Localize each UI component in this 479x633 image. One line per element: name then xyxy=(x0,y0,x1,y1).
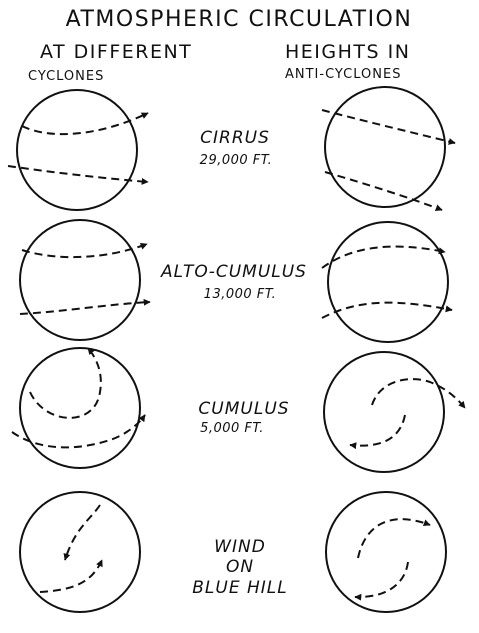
cyclone-cumulus xyxy=(11,347,146,469)
row-cumulus: CUMULUS 5,000 FT. xyxy=(11,347,466,473)
cyclone-cirrus-wind-upper xyxy=(21,112,149,136)
row-alto-cumulus: ALTO-CUMULUS 13,000 FT. xyxy=(19,219,453,343)
level-label-cirrus: CIRRUS xyxy=(200,128,270,148)
level-label-blue-hill-3: BLUE HILL xyxy=(192,578,287,598)
anticyclone-cumulus xyxy=(323,351,466,473)
level-label-blue-hill-1: WIND xyxy=(214,537,266,557)
anticyclone-cumulus-wind-upper xyxy=(371,378,466,409)
title-line-2-right: HEIGHTS IN xyxy=(285,41,410,63)
level-height-alto-cumulus: 13,000 FT. xyxy=(204,287,277,302)
column-label-anticyclones: ANTI-CYCLONES xyxy=(285,67,401,82)
anticyclone-cirrus xyxy=(321,86,456,212)
anticyclone-alto-cumulus xyxy=(321,221,453,343)
row-cirrus: CIRRUS 29,000 FT. xyxy=(7,86,456,212)
cyclone-blue-hill-circle xyxy=(19,491,141,613)
anticyclone-cirrus-wind-lower xyxy=(324,171,443,212)
cyclone-blue-hill-wind-lower xyxy=(39,559,103,593)
cyclone-cirrus xyxy=(7,89,149,211)
cyclone-alto-cumulus xyxy=(19,219,151,341)
anticyclone-blue-hill xyxy=(325,491,447,613)
cyclone-alto-cumulus-circle xyxy=(19,219,141,341)
anticyclone-cirrus-circle xyxy=(324,86,446,208)
title-line-1: ATMOSPHERIC CIRCULATION xyxy=(66,7,413,32)
cyclone-cumulus-wind-lower xyxy=(11,414,146,449)
title-line-2-left: AT DIFFERENT xyxy=(40,41,192,63)
anticyclone-cumulus-wind-lower xyxy=(349,414,406,450)
anticyclone-blue-hill-wind-lower xyxy=(354,561,409,601)
anticyclone-cirrus-wind-upper xyxy=(321,109,456,145)
column-label-cyclones: CYCLONES xyxy=(28,69,104,84)
cyclone-alto-cumulus-wind-lower xyxy=(19,298,151,315)
cyclone-cumulus-wind-upper xyxy=(29,347,102,419)
cyclone-cumulus-circle xyxy=(19,347,141,469)
cyclone-alto-cumulus-wind-upper xyxy=(21,242,148,259)
level-label-alto-cumulus: ALTO-CUMULUS xyxy=(160,262,307,282)
level-label-blue-hill-2: ON xyxy=(226,557,254,577)
level-height-cumulus: 5,000 FT. xyxy=(200,421,264,436)
anticyclone-alto-cumulus-circle xyxy=(327,221,449,343)
cyclone-cirrus-circle xyxy=(16,89,138,211)
anticyclone-alto-cumulus-wind-lower xyxy=(321,301,453,319)
cyclone-blue-hill-wind-upper xyxy=(63,504,101,561)
level-label-cumulus: CUMULUS xyxy=(198,399,289,419)
anticyclone-blue-hill-wind-upper xyxy=(357,518,431,559)
level-height-cirrus: 29,000 FT. xyxy=(200,153,273,168)
cyclone-cirrus-wind-lower xyxy=(7,165,149,185)
row-blue-hill: WIND ON BLUE HILL xyxy=(19,491,447,613)
anticyclone-cumulus-circle xyxy=(323,351,445,473)
cyclone-blue-hill xyxy=(19,491,141,613)
anticyclone-alto-cumulus-wind-upper xyxy=(321,245,446,269)
anticyclone-blue-hill-circle xyxy=(325,491,447,613)
